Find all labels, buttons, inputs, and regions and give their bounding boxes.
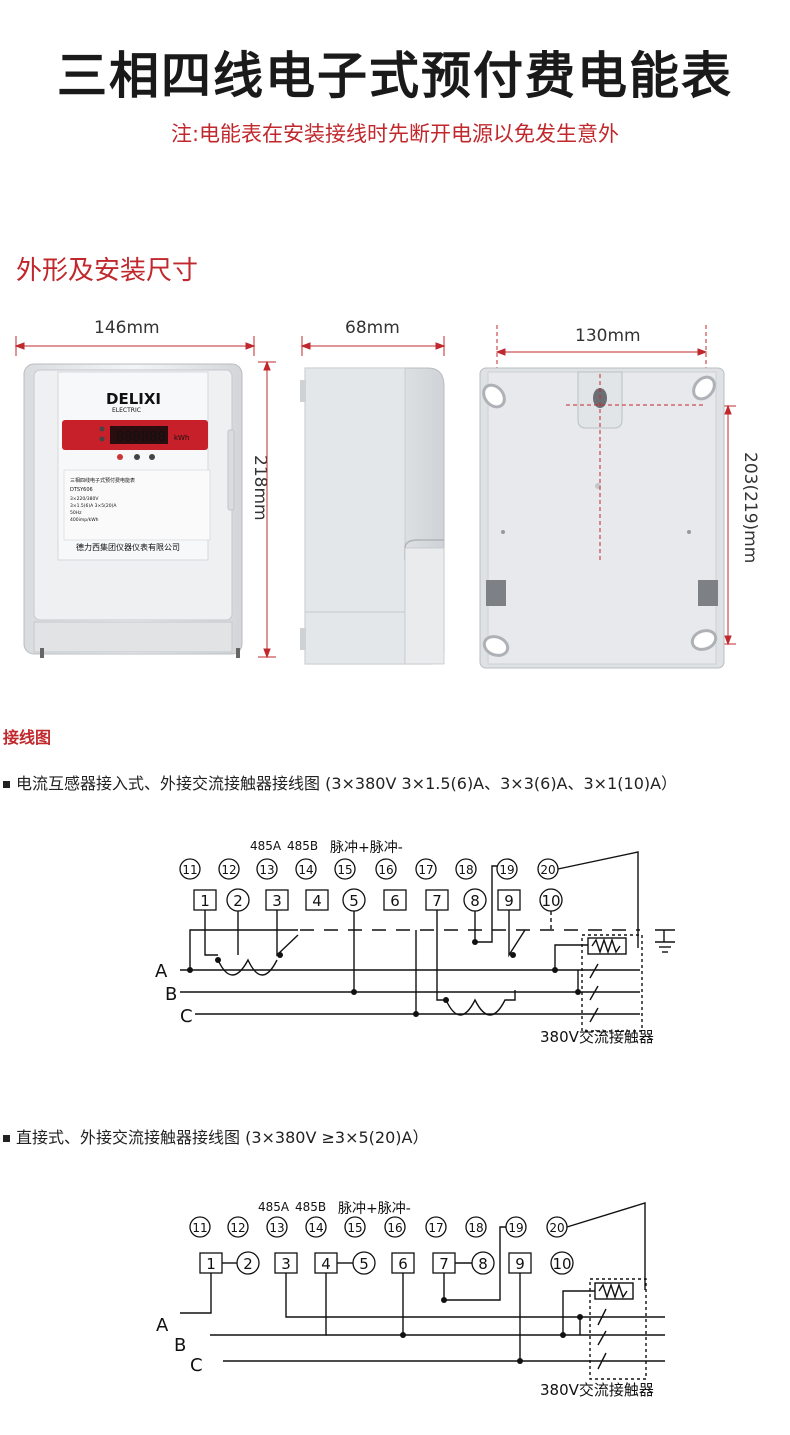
page-title: 三相四线电子式预付费电能表 — [57, 47, 733, 105]
dimensions-heading: 外形及安装尺寸 — [16, 256, 199, 286]
back-width-dimension — [495, 325, 708, 400]
d2-b2: 2 — [243, 1255, 253, 1273]
spec-line-4: 400imp/kWh — [70, 517, 99, 523]
front-width-dimension — [14, 336, 256, 356]
d1-b5: 5 — [349, 892, 359, 910]
side-depth-dimension — [300, 336, 446, 356]
diagram2-caption: 直接式、外接交流接触器接线图 (3×380V ≥3×5(20)A） — [3, 1124, 428, 1148]
meter-front-view — [23, 363, 243, 658]
d2-t16: 16 — [387, 1221, 402, 1235]
d2-phase-a: A — [156, 1315, 169, 1336]
d2-b6: 6 — [398, 1255, 408, 1273]
d2-t15: 15 — [347, 1221, 362, 1235]
d1-b7: 7 — [432, 892, 442, 910]
meter-side-view — [300, 367, 445, 665]
side-depth-label: 68mm — [345, 318, 400, 338]
d1-t18: 18 — [458, 863, 473, 877]
mounting-centerlines — [566, 374, 706, 560]
d2-b5: 5 — [359, 1255, 369, 1273]
d1-b1: 1 — [200, 892, 210, 910]
d2-t12: 12 — [230, 1221, 245, 1235]
d1-t17: 17 — [418, 863, 433, 877]
d1-top-terminals — [179, 858, 559, 880]
d1-b8: 8 — [470, 892, 480, 910]
safety-note: 注:电能表在安装接线时先断开电源以免发生意外 — [170, 122, 620, 146]
spec-line-3: 50Hz — [70, 510, 82, 516]
d2-b3: 3 — [281, 1255, 291, 1273]
d2-b9: 9 — [515, 1255, 525, 1273]
d2-t18: 18 — [468, 1221, 483, 1235]
d2-t11: 11 — [192, 1221, 207, 1235]
d1-t13: 13 — [259, 863, 274, 877]
spec-line-2: 3×1.5(6)A 3×5(20)A — [70, 503, 117, 509]
diagram2-caption-text: 直接式、外接交流接触器接线图 (3×380V ≥3×5(20)A） — [16, 1128, 429, 1147]
d2-phase-b: B — [174, 1335, 186, 1356]
d2-t20: 20 — [549, 1221, 564, 1235]
d1-t20: 20 — [540, 863, 555, 877]
d2-phase-c: C — [190, 1355, 203, 1376]
d1-t11: 11 — [182, 863, 197, 877]
d1-phase-c: C — [180, 1006, 193, 1027]
model-label: DTSY606 — [70, 487, 93, 493]
d2-b4: 4 — [321, 1255, 331, 1273]
d1-b10: 10 — [541, 892, 560, 910]
front-height-dimension — [258, 360, 276, 659]
d1-b3: 3 — [272, 892, 282, 910]
d1-485a: 485A — [250, 839, 282, 853]
d1-contactor-label: 380V交流接触器 — [540, 1028, 654, 1046]
d1-wires — [180, 851, 675, 1032]
d2-b8: 8 — [478, 1255, 488, 1273]
d1-t16: 16 — [378, 863, 393, 877]
brand-sub: ELECTRIC — [112, 407, 141, 414]
d2-b10: 10 — [552, 1255, 571, 1273]
d2-485a: 485A — [258, 1200, 290, 1214]
d1-t19: 19 — [499, 863, 514, 877]
d1-t14: 14 — [298, 863, 313, 877]
diagram1-caption: 电流互感器接入式、外接交流接触器接线图 (3×380V 3×1.5(6)A、3×… — [3, 770, 677, 794]
wiring-diagram-2: 485A 485B 脉冲+脉冲- 11 12 13 14 15 16 17 18… — [156, 1200, 665, 1399]
d2-junctions — [400, 1297, 583, 1364]
d2-t17: 17 — [428, 1221, 443, 1235]
d1-phase-a: A — [155, 961, 168, 982]
d2-pulse: 脉冲+脉冲- — [338, 1201, 411, 1217]
d2-t14: 14 — [308, 1221, 323, 1235]
d2-t13: 13 — [269, 1221, 284, 1235]
manufacturer-label: 德力西集团仪器仪表有限公司 — [76, 542, 180, 552]
meter-back-view — [479, 367, 725, 669]
diagram1-caption-text: 电流互感器接入式、外接交流接触器接线图 (3×380V 3×1.5(6)A、3×… — [16, 774, 678, 793]
front-width-label: 146mm — [94, 318, 160, 338]
back-width-label: 130mm — [575, 326, 641, 346]
spec-line-1: 3×220/380V — [70, 496, 99, 502]
d1-485b: 485B — [287, 839, 318, 853]
d1-b6: 6 — [390, 892, 400, 910]
nameplate-title: 三相四线电子式预付费电能表 — [70, 477, 135, 484]
wiring-diagram-1: 485A 485B 脉冲+脉冲- 11 12 13 14 15 16 17 18… — [155, 839, 675, 1046]
d1-b2: 2 — [233, 892, 243, 910]
d2-485b: 485B — [295, 1200, 326, 1214]
wiring-heading: 接线图 — [3, 728, 52, 747]
d1-t12: 12 — [221, 863, 236, 877]
d1-phase-b: B — [165, 984, 177, 1005]
d2-t19: 19 — [508, 1221, 523, 1235]
d1-b4: 4 — [312, 892, 322, 910]
d2-b1: 1 — [206, 1255, 216, 1273]
d1-b9: 9 — [504, 892, 514, 910]
d2-wires — [180, 1202, 665, 1380]
d2-b7: 7 — [439, 1255, 449, 1273]
d1-junctions — [187, 939, 581, 1017]
dimension-drawing: DELIXI ELECTRIC 888888 kWh 三相四线电子式预付费电能表… — [14, 325, 736, 669]
d2-contactor-label: 380V交流接触器 — [540, 1381, 654, 1399]
d1-t15: 15 — [337, 863, 352, 877]
meter-digits: 888888 — [116, 430, 166, 445]
brand-logo: DELIXI — [106, 390, 161, 408]
d2-top-terminals — [189, 1216, 568, 1238]
unit-label: kWh — [174, 434, 189, 442]
d1-pulse: 脉冲+脉冲- — [330, 840, 403, 856]
